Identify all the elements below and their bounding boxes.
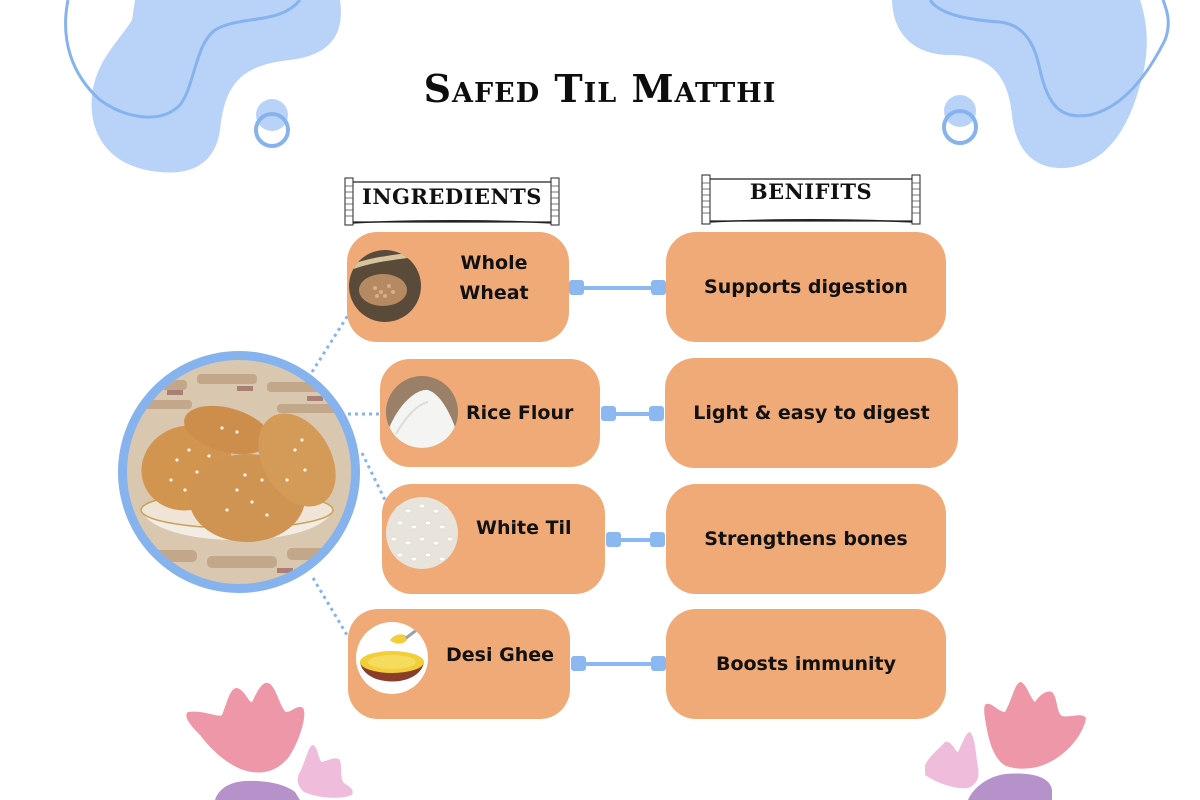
benefit-label: Boosts immunity — [715, 653, 897, 675]
ingredient-label: Whole Wheat — [459, 252, 529, 304]
ingredient-card-rice-flour: Rice Flour — [380, 359, 600, 467]
dotted-link-white-til — [360, 452, 387, 501]
ingredient-label: Rice Flour — [466, 402, 574, 424]
sesame-seeds-photo-icon — [386, 497, 458, 569]
scroll-banner-icon — [701, 174, 921, 225]
ingredient-label: Desi Ghee — [446, 644, 554, 666]
petal-lightpink-bottom-right-icon — [925, 732, 979, 789]
petal-pink-bottom-left-icon — [186, 682, 305, 773]
benefit-card-bones: Strengthens bones — [666, 484, 946, 594]
ingredient-card-desi-ghee: Desi Ghee — [348, 609, 570, 719]
benefits-header-banner: BENIFITS — [700, 173, 922, 225]
ingredient-label: White Til — [476, 517, 572, 539]
ring-top-left-icon — [254, 112, 290, 148]
benefit-label: Light & easy to digest — [693, 402, 930, 424]
hero-image-frame — [118, 351, 360, 593]
scroll-banner-icon — [344, 177, 560, 226]
petal-pink-bottom-right-icon — [984, 682, 1086, 769]
benefit-card-immunity: Boosts immunity — [666, 609, 946, 719]
rice-flour-photo-icon — [386, 376, 458, 448]
page-title: Safed Til Matthi — [423, 66, 777, 111]
benefits-header-label: BENIFITS — [749, 179, 873, 204]
benefit-label: Supports digestion — [704, 276, 908, 298]
ring-top-right-icon — [942, 109, 978, 145]
benefit-card-digestion: Supports digestion — [666, 232, 946, 342]
ingredients-header-label: INGREDIENTS — [362, 184, 542, 209]
dotted-link-desi-ghee — [311, 577, 352, 641]
dotted-link-whole-wheat — [310, 311, 352, 373]
petal-lightpink-bottom-left-icon — [297, 745, 353, 798]
benefit-label: Strengthens bones — [704, 528, 908, 550]
ingredient-card-whole-wheat: Whole Wheat — [347, 232, 569, 342]
ingredient-card-white-til: White Til — [382, 484, 605, 594]
matthi-bowl-photo-icon — [127, 360, 351, 584]
petal-purple-bottom-left-icon — [215, 780, 300, 800]
benefit-card-light: Light & easy to digest — [665, 358, 958, 468]
wheat-photo-icon — [349, 250, 421, 322]
ingredients-header-banner: INGREDIENTS — [343, 176, 561, 226]
ghee-bowl-photo-icon — [356, 622, 428, 694]
petal-purple-bottom-right-icon — [968, 773, 1052, 800]
